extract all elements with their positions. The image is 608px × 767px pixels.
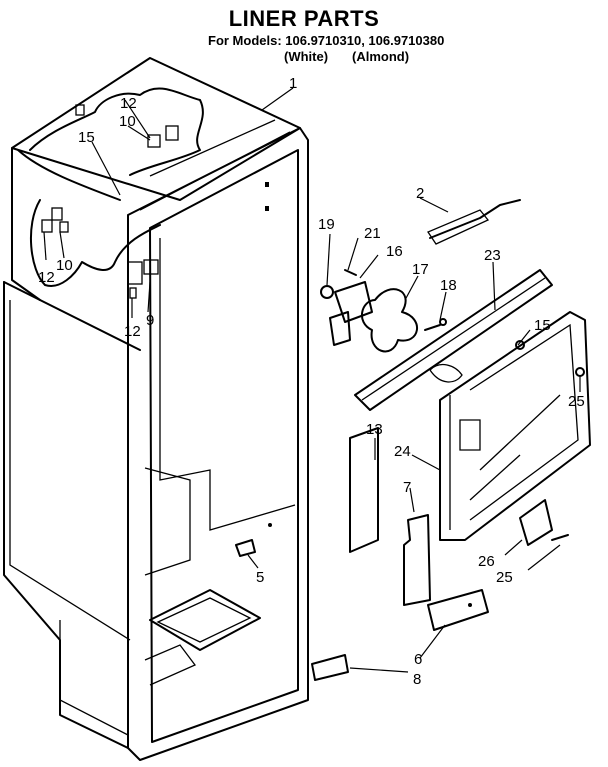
callout-1: 1: [289, 75, 297, 92]
callout-21: 21: [364, 225, 381, 242]
callout-8: 8: [413, 671, 421, 688]
callout-12-side: 12: [124, 323, 141, 340]
callout-10-top: 10: [119, 113, 136, 130]
callout-labels: 1 2 5 6 7 8 9 10 10 12 12 12 13 15 15 16…: [38, 75, 585, 688]
drain-trough: [519, 499, 569, 546]
switch-bracket: [127, 259, 159, 299]
callout-13: 13: [366, 421, 383, 438]
callout-9: 9: [146, 312, 154, 329]
callout-19: 19: [318, 216, 335, 233]
callout-12-top: 12: [120, 95, 137, 112]
callout-17: 17: [412, 261, 429, 278]
variant-white: (White): [284, 49, 329, 64]
models-line: For Models: 106.9710310, 106.9710380: [208, 33, 445, 48]
callout-25-right: 25: [568, 393, 585, 410]
diagram-title: LINER PARTS: [228, 6, 380, 31]
baffle: [403, 514, 431, 606]
leader-lines: [43, 87, 581, 673]
callout-5: 5: [256, 569, 264, 586]
callout-7: 7: [403, 479, 411, 496]
callout-12-left: 12: [38, 269, 55, 286]
callout-26: 26: [478, 553, 495, 570]
callout-25-bottom: 25: [496, 569, 513, 586]
fan-motor-assembly: [320, 269, 447, 353]
sensor-part: [427, 199, 521, 245]
callout-10-left: 10: [56, 257, 73, 274]
evaporator-housing: [439, 311, 591, 541]
callout-15-right: 15: [534, 317, 551, 334]
callout-15-top: 15: [78, 129, 95, 146]
left-wiring-loop: [29, 199, 161, 287]
callout-16: 16: [386, 243, 403, 260]
callout-2: 2: [416, 185, 424, 202]
callout-24: 24: [394, 443, 411, 460]
liner-shell: [3, 57, 309, 761]
variant-almond: (Almond): [352, 49, 410, 64]
evaporator-cover: [354, 269, 553, 411]
trim-strip: [311, 654, 349, 681]
callout-23: 23: [484, 247, 501, 264]
callout-18: 18: [440, 277, 457, 294]
top-wiring-harness: [17, 87, 204, 201]
bracket-plate: [427, 589, 489, 631]
callout-6: 6: [414, 651, 422, 668]
air-duct: [349, 427, 379, 553]
light-socket: [235, 523, 272, 557]
